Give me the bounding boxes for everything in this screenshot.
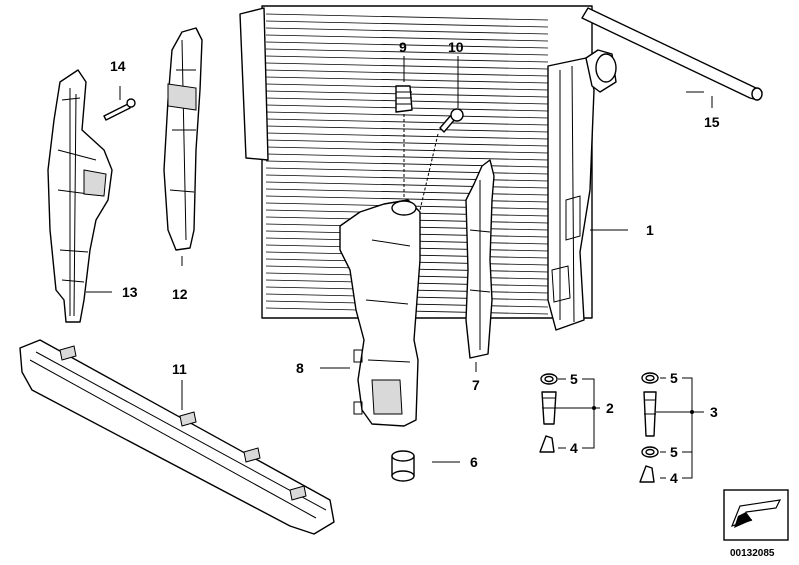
fin-line [265, 132, 549, 140]
callout-6: 6 [470, 454, 478, 470]
callout-10: 10 [448, 39, 464, 55]
fin-line [265, 111, 549, 119]
callout-7: 7 [472, 377, 480, 393]
fin-line [265, 55, 549, 63]
expansion-tank [339, 199, 421, 427]
fin-line [265, 13, 549, 21]
small-parts [539, 372, 659, 483]
fin-line [265, 146, 549, 154]
callout-3: 3 [710, 404, 718, 420]
fin-line [265, 153, 549, 161]
lower-panel [19, 339, 335, 535]
fin-line [265, 34, 549, 42]
drain-plug [391, 450, 415, 482]
callout-9: 9 [399, 39, 407, 55]
callout-13: 13 [122, 284, 138, 300]
left-bracket [47, 69, 113, 323]
callout-5c: 5 [670, 444, 678, 460]
fin-line [265, 27, 549, 35]
callout-4a: 4 [570, 440, 578, 456]
callout-14: 14 [110, 58, 126, 74]
hose [581, 7, 763, 101]
fin-line [265, 195, 549, 203]
callout-4b: 4 [670, 470, 678, 486]
fin-line [265, 174, 549, 182]
fin-line [265, 48, 549, 56]
callout-5a: 5 [570, 371, 578, 387]
leader-lines [86, 56, 713, 479]
fin-line [265, 76, 549, 84]
fin-line [265, 69, 549, 77]
callout-11: 11 [172, 361, 187, 377]
radiator [239, 5, 617, 331]
diagram-code: 00132085 [730, 548, 775, 559]
callout-1: 1 [646, 222, 654, 238]
fin-line [265, 41, 549, 49]
fin-line [265, 181, 549, 189]
fin-line [265, 118, 549, 126]
fin-line [265, 125, 549, 133]
fin-line [265, 160, 549, 168]
fin-line [265, 20, 549, 28]
screw [419, 108, 464, 211]
filler-cap [395, 85, 413, 198]
right-bracket [465, 159, 495, 359]
middle-bracket [163, 27, 203, 251]
callout-15: 15 [704, 114, 720, 130]
callouts: 1 2 3 4 4 4 5 5 5 6 7 8 9 10 11 12 13 14… [110, 39, 720, 486]
callout-12: 12 [172, 286, 188, 302]
bolt [103, 98, 136, 121]
callout-5b: 5 [670, 370, 678, 386]
reference-box: 00132085 [723, 489, 789, 559]
callout-2: 2 [606, 400, 614, 416]
fin-line [265, 167, 549, 175]
fin-line [265, 188, 549, 196]
fin-line [265, 139, 549, 147]
callout-8: 8 [296, 360, 304, 376]
fin-line [265, 62, 549, 70]
